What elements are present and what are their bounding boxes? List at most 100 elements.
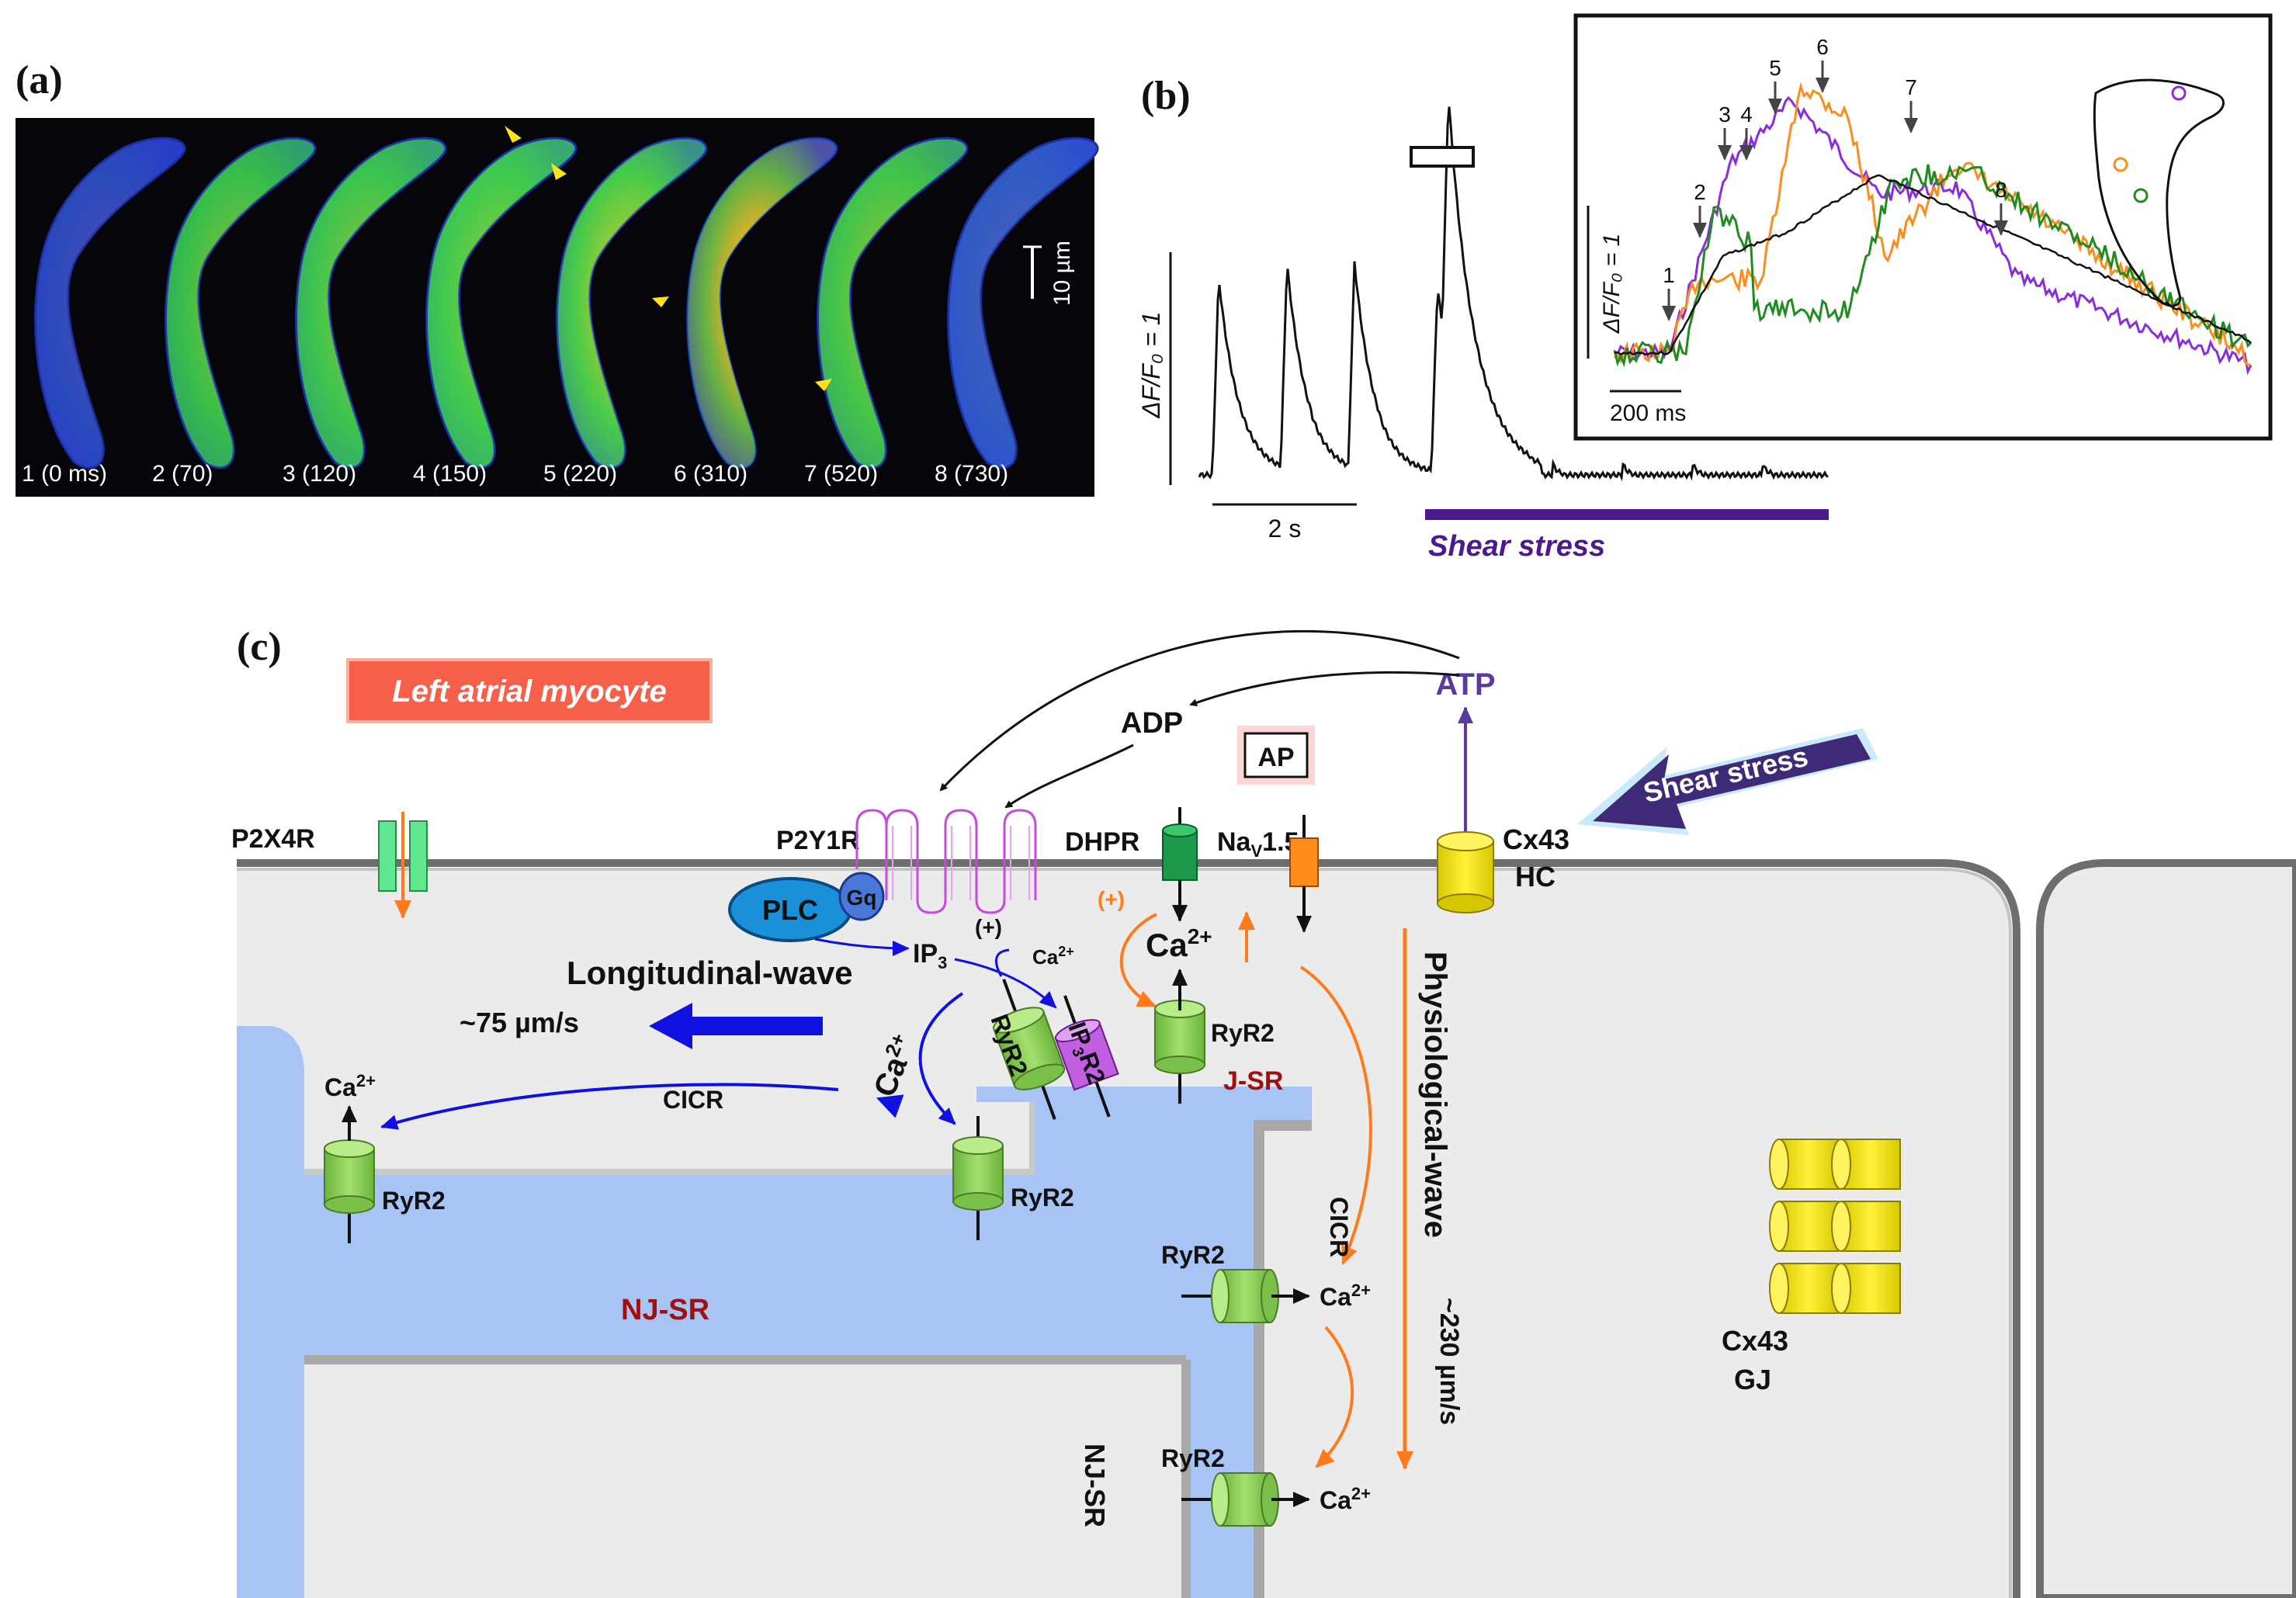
inset-marker-4: 4: [1740, 102, 1753, 127]
gj-connexon-face-1-0: [1769, 1201, 1789, 1252]
atp-to-adp-arrow: [1189, 671, 1460, 707]
gj-connexon-face-2-1: [1831, 1263, 1851, 1314]
cell-frame-shade-6: [687, 137, 838, 468]
panel-a-label: (a): [16, 58, 63, 102]
physiological-speed: ~230 µm/s: [1434, 1298, 1464, 1425]
frame-label-1: 1 (0 ms): [22, 461, 107, 487]
p2y1r-label: P2Y1R: [776, 826, 860, 855]
sr-edge-right: [1254, 1120, 1312, 1598]
cicr-orange-arrow: [1299, 965, 1372, 1265]
inset-scale: ΔF/F₀ = 1 200 ms: [1587, 206, 1686, 426]
ryr2-jsr-label: RyR2: [1211, 1019, 1275, 1047]
ryr2-middle-label: RyR2: [1011, 1184, 1074, 1211]
ryr2-tilted: [993, 979, 1066, 1120]
shear-stress-arrow: Shear stress: [1577, 728, 1878, 835]
inset-marker-1: 1: [1663, 263, 1675, 287]
p2y1r-receptor: [855, 809, 1037, 914]
frame-label-4: 4 (150): [413, 461, 487, 487]
sr-edge: [304, 1102, 1035, 1175]
ap-label: AP: [1257, 743, 1294, 772]
atp-label: ATP: [1435, 667, 1495, 702]
ca-jsr-label: Ca2+: [1146, 924, 1212, 963]
ca-release-blue-arrow: [918, 992, 964, 1125]
stimulus-box: [1410, 146, 1475, 168]
gj-connexon-face-0-0: [1769, 1139, 1789, 1190]
njsr-vertical-label: NJ-SR: [1079, 1444, 1111, 1527]
gj-connexon-face-0-1: [1831, 1139, 1851, 1190]
physiological-wave-label: Physiological-wave: [1418, 952, 1452, 1238]
cell-frames: [34, 137, 1099, 470]
frame-label-3: 3 (120): [283, 461, 356, 487]
plc-enzyme: PLC: [728, 877, 852, 942]
atp-to-p2y1r-arrow: [939, 629, 1460, 792]
cell-title: Left atrial myocyte: [392, 674, 666, 709]
ryr2-lower2-label: RyR2: [1161, 1444, 1225, 1472]
trace-time-scale: 2 s: [1268, 515, 1302, 542]
inset-y-scale: ΔF/F₀ = 1: [1599, 234, 1625, 335]
plus-orange: (+): [1098, 887, 1125, 911]
dhpr-label: DHPR: [1065, 827, 1139, 857]
cytoplasm-block: [304, 1360, 1186, 1598]
inset-marker-5: 5: [1769, 56, 1781, 80]
longitudinal-speed: ~75 µm/s: [460, 1007, 579, 1038]
ryr2-left-label: RyR2: [382, 1187, 446, 1215]
frame-label-7: 7 (520): [804, 461, 878, 487]
trace-y-scale: ΔF/F₀ = 1: [1137, 311, 1165, 418]
frame-label-8: 8 (730): [935, 461, 1008, 487]
inset-marker-8: 8: [1995, 178, 2007, 202]
ip3-label: IP3: [913, 939, 947, 972]
plc-to-ip3-arrow: [814, 938, 910, 956]
cell-frame-shade-4: [426, 137, 577, 468]
shear-stress-label: Shear stress: [1428, 530, 1605, 563]
trace-scale: ΔF/F₀ = 1 2 s: [1137, 252, 1357, 542]
plus-blue: (+): [975, 915, 1002, 939]
scale-bar-10um: 10 µm: [1023, 241, 1075, 306]
gq-protein: Gq: [838, 872, 885, 921]
inset-trace-black: [1614, 174, 2252, 356]
nav-label: NaV1.5: [1217, 827, 1299, 861]
calcium-trace: [1198, 106, 1830, 482]
gj-connexon-face-1-1: [1831, 1201, 1851, 1252]
gj-label: GJ: [1734, 1364, 1771, 1395]
cell-frame-shade-2: [165, 137, 316, 468]
frame-label-6: 6 (310): [674, 461, 747, 487]
cell-outline-inset: [2093, 78, 2225, 307]
membrane-top: [237, 859, 2020, 1598]
longitudinal-wave-label: Longitudinal-wave: [567, 955, 853, 991]
cell-frame-shade-7: [817, 137, 968, 468]
hc-label: HC: [1515, 861, 1556, 893]
frame-label-5: 5 (220): [543, 461, 617, 487]
panel-c-label: (c): [237, 625, 282, 669]
longitudinal-wave-arrow: [649, 1003, 823, 1049]
cell-frame-shade-1: [35, 137, 186, 468]
yellow-arrows: [505, 126, 832, 391]
plc-label: PLC: [762, 894, 818, 926]
scale-bar-label: 10 µm: [1049, 241, 1075, 306]
ip3-to-ip3r2-arrow: [954, 958, 1057, 1009]
neighbour-cell: [2036, 859, 2296, 1598]
cx43-hemichannel: [1437, 831, 1494, 913]
ip3r2-channel: [1054, 995, 1119, 1118]
ca-to-ryr-orange-arrow: [1119, 913, 1157, 1007]
inset-marker-2: 2: [1694, 180, 1706, 204]
ca-lower1-label: Ca2+: [1320, 1281, 1371, 1311]
gq-label: Gq: [847, 886, 877, 910]
cicr-right-label: CICR: [1325, 1197, 1353, 1257]
inset-marker-7: 7: [1905, 75, 1917, 99]
adp-label: ADP: [1121, 707, 1183, 740]
frame-label-2: 2 (70): [152, 461, 213, 487]
cell-frame-shade-8: [948, 137, 1098, 468]
membrane-top-inner: [237, 868, 2012, 1598]
ca-lower2-label: Ca2+: [1320, 1484, 1371, 1514]
inset-trace-green: [1613, 164, 2253, 368]
cell-frame-shade-3: [296, 137, 446, 468]
panel-b-label: (b): [1141, 74, 1191, 118]
cicr-orange-arrow-2: [1315, 1326, 1354, 1468]
shear-stress-bar: [1425, 509, 1829, 520]
cicr-left-label: CICR: [663, 1086, 723, 1114]
cicr-blue-arrow: [380, 1083, 839, 1130]
ryr2-lower1-label: RyR2: [1161, 1241, 1225, 1269]
cell-frame-shade-5: [557, 137, 707, 468]
